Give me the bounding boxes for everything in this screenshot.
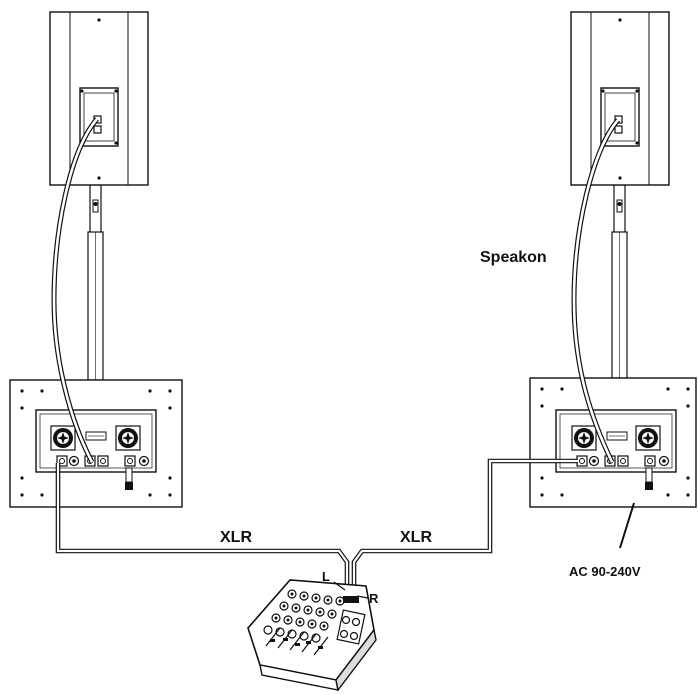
left-base-cabinet	[9, 379, 183, 508]
right-speakon-cable	[571, 118, 620, 464]
mixer	[247, 579, 377, 692]
left-xlr-cable	[55, 463, 350, 598]
channel-left-label: L	[322, 569, 330, 584]
right-xlr-cable	[351, 458, 578, 598]
right-speaker-cabinet	[570, 11, 670, 186]
left-stand-pole	[87, 184, 104, 381]
right-speaker-assembly	[529, 11, 697, 508]
power-label: AC 90-240V	[569, 564, 641, 579]
channel-right-label: R	[369, 591, 379, 606]
left-channel-pointer	[333, 581, 346, 591]
right-stand-pole	[611, 184, 628, 379]
left-speakon-cable	[51, 117, 99, 464]
left-speaker-assembly	[9, 11, 183, 508]
speakon-label: Speakon	[480, 249, 547, 266]
right-base-cabinet	[529, 377, 697, 508]
xlr-left-label: XLR	[220, 529, 252, 546]
power-pointer-line	[619, 502, 635, 549]
right-channel-pointer	[356, 595, 369, 599]
left-speaker-cabinet	[49, 11, 149, 186]
xlr-right-label: XLR	[400, 529, 432, 546]
